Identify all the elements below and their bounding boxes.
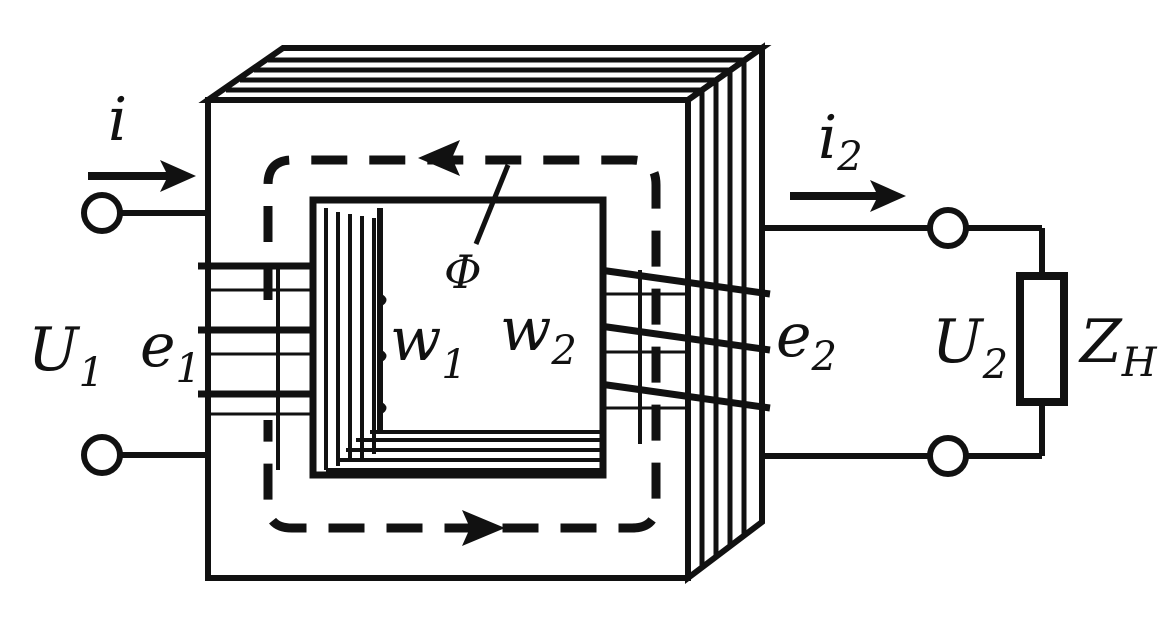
flux-leader	[473, 164, 511, 245]
label-secondary-turns: w2	[500, 295, 577, 374]
label-primary-voltage: U1	[28, 315, 104, 396]
flux-path	[263, 155, 661, 533]
label-flux: Φ	[444, 245, 482, 299]
label-primary-turns: w1	[390, 305, 467, 388]
label-secondary-emf: e2	[776, 301, 837, 380]
terminal-secondary-bottom	[927, 435, 969, 477]
label-primary-emf: e1	[140, 311, 201, 392]
window-bottom-laminations	[326, 430, 600, 472]
window-left-laminations	[324, 208, 376, 470]
secondary-circuit	[762, 207, 1068, 477]
core-right-face	[685, 42, 765, 585]
terminal-secondary-top	[927, 207, 969, 249]
core-top-laminations	[226, 57, 748, 93]
label-secondary-voltage: U2	[932, 307, 1008, 388]
terminal-primary-bottom	[81, 434, 123, 476]
transformer-core	[198, 42, 772, 585]
primary-terminals	[81, 192, 208, 476]
primary-winding	[198, 262, 387, 470]
flux-arrow-top	[418, 140, 460, 176]
core-right-laminations	[699, 62, 747, 566]
label-load-impedance: ZH	[1078, 307, 1158, 386]
load-resistor	[1016, 272, 1068, 406]
primary-current-arrow	[88, 160, 196, 192]
label-secondary-current: i2	[818, 103, 863, 180]
secondary-winding	[599, 266, 771, 444]
flux-arrow-bottom	[462, 510, 505, 546]
label-primary-current: i	[108, 85, 127, 155]
terminal-primary-top	[81, 192, 123, 234]
secondary-current-arrow	[790, 180, 906, 212]
